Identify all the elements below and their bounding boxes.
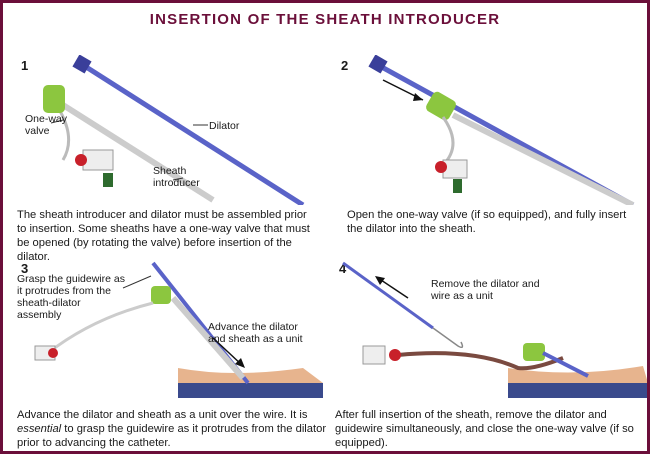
skin-shape [178, 368, 323, 383]
dilator-shape [81, 62, 305, 205]
sheath-hub [43, 85, 65, 113]
label-remove-dilator: Remove the dilator and wire as a unit [431, 278, 540, 302]
step-number-4: 4 [339, 261, 347, 276]
step-3-caption: Advance the dilator and sheath as a unit… [17, 409, 327, 449]
step-4-caption: After full insertion of the sheath, remo… [335, 409, 634, 449]
step-3-illustration [34, 261, 323, 398]
arrow-icon [377, 277, 409, 299]
sheath-shape [61, 102, 215, 203]
step-number-2: 2 [341, 58, 349, 73]
step-number-1: 1 [21, 58, 29, 73]
step-1-illustration [43, 55, 305, 205]
valve-cap [75, 154, 87, 166]
step-4-illustration [342, 261, 647, 398]
label-grasp-guidewire: Grasp the guidewire as it protrudes from… [17, 273, 125, 321]
figure-title: INSERTION OF THE SHEATH INTRODUCER [149, 11, 501, 28]
step-2-caption: Open the one-way valve (if so equipped),… [347, 209, 627, 235]
label-one-way-valve: One-way valve [25, 113, 68, 137]
step-number-3: 3 [21, 261, 29, 276]
label-advance-unit: Advance the dilator and sheath as a unit [208, 321, 303, 345]
stopcock-handle [103, 173, 113, 187]
emphasis: essential [17, 423, 62, 435]
stopcock [82, 149, 114, 171]
dilator-hub [72, 55, 92, 74]
label-dilator: Dilator [209, 120, 240, 132]
step-2-illustration [368, 55, 635, 205]
label-sheath-introducer: Sheath introducer [153, 165, 200, 189]
step-1-caption: The sheath introducer and dilator must b… [17, 209, 310, 263]
